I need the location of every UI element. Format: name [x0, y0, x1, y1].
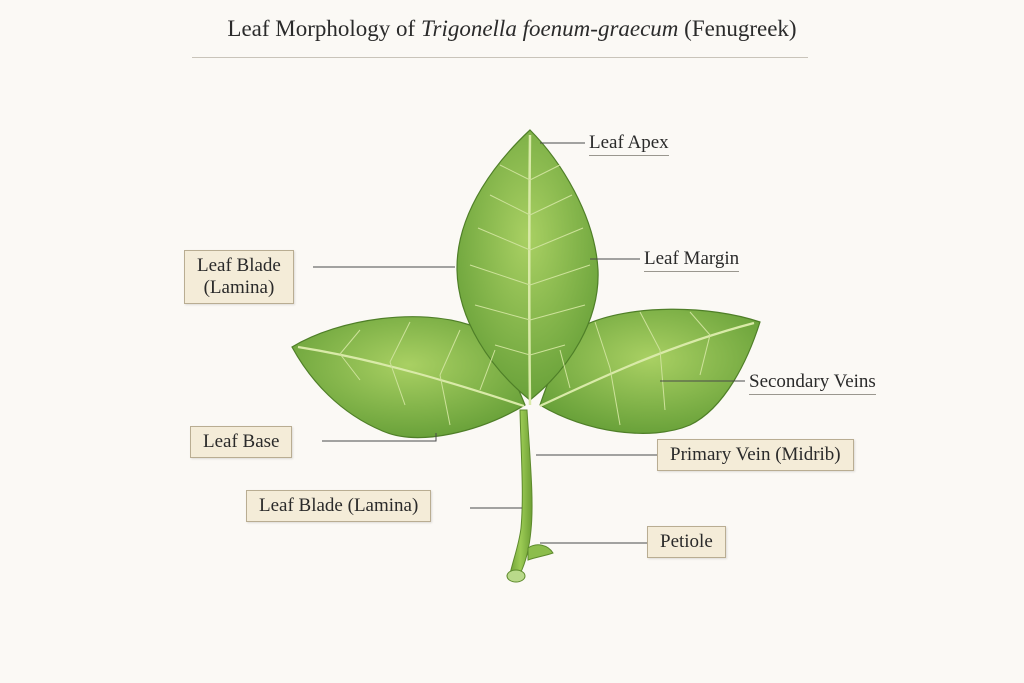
title-suffix: (Fenugreek)	[678, 16, 797, 41]
label-leaf-apex: Leaf Apex	[589, 132, 669, 156]
secondary-veins-top	[469, 164, 591, 356]
label-leaf-blade-top-line1: Leaf Blade	[197, 255, 281, 276]
label-petiole: Petiole	[647, 526, 726, 558]
label-leaf-blade-lower: Leaf Blade (Lamina)	[246, 490, 432, 522]
petiole-cut-end	[506, 569, 526, 583]
title-species: Trigonella foenum-graecum	[420, 16, 679, 41]
label-leaf-blade-top: Leaf Blade (Lamina)	[184, 250, 294, 304]
left-leaflet	[291, 316, 526, 439]
midrib-top	[528, 134, 532, 406]
label-leaf-margin: Leaf Margin	[644, 248, 740, 272]
title-rule	[192, 57, 808, 58]
label-secondary-veins: Secondary Veins	[749, 371, 876, 395]
leader-lines	[313, 142, 745, 544]
label-leaf-base: Leaf Base	[190, 426, 293, 458]
title-prefix: Leaf Morphology of	[227, 16, 421, 41]
label-leaf-blade-top-line2: (Lamina)	[203, 277, 275, 298]
secondary-veins-side	[339, 311, 711, 426]
page-title: Leaf Morphology of Trigonella foenum-gra…	[0, 16, 1024, 42]
midrib-left	[297, 345, 525, 408]
midrib-right	[539, 321, 755, 407]
stipule	[527, 544, 554, 561]
label-primary-vein: Primary Vein (Midrib)	[657, 439, 854, 471]
leader-leaf-base	[322, 433, 437, 442]
